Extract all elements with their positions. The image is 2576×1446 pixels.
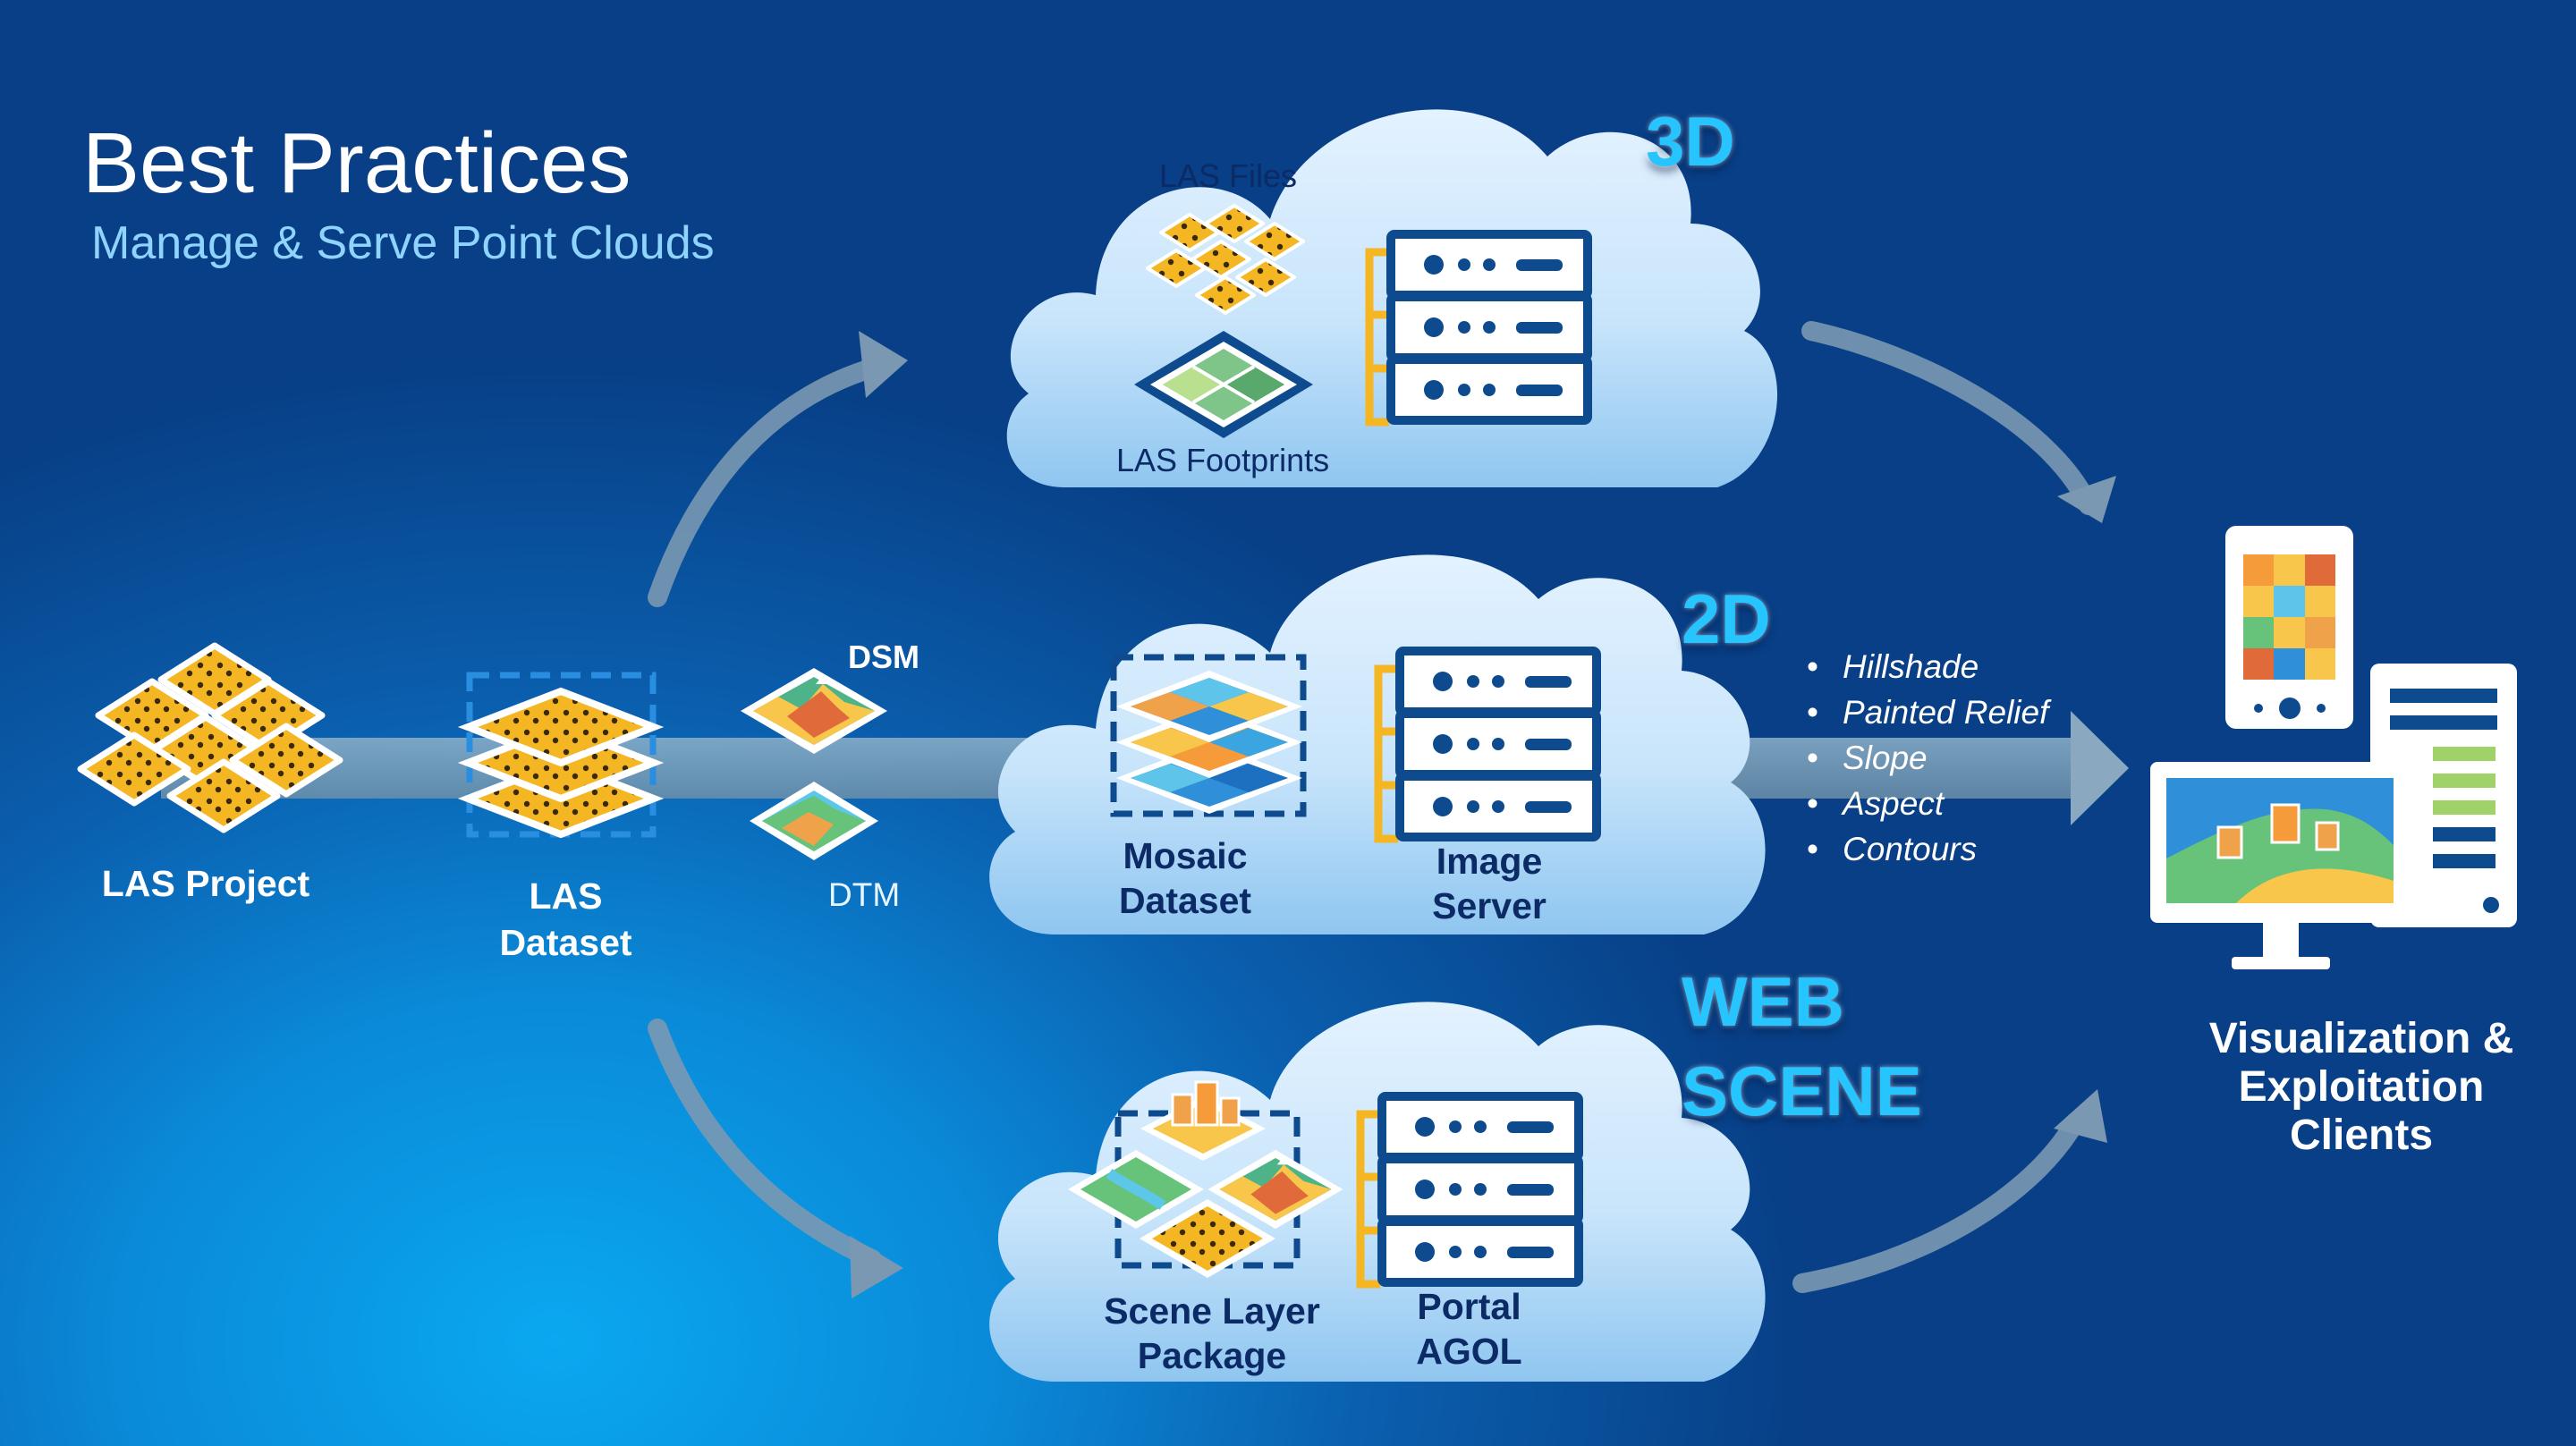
portal-label: Portal AGOL	[1382, 1284, 1556, 1374]
arrow-heads	[850, 331, 2116, 1298]
tag-3d: 3D	[1646, 102, 1735, 181]
mosaic-dataset-label: Mosaic Dataset	[1096, 833, 1275, 923]
product-item: •Painted Relief	[1807, 694, 2049, 731]
las-project-label: LAS Project	[101, 863, 310, 904]
page-title: Best Practices	[82, 115, 631, 211]
dtm-icon	[750, 782, 878, 860]
mosaic-label-line1: Mosaic	[1123, 835, 1248, 876]
image-server-label-line2: Server	[1432, 885, 1546, 926]
page-subtitle: Manage & Serve Point Clouds	[91, 217, 715, 269]
portal-label-line1: Portal	[1417, 1286, 1521, 1327]
las-tiles-icon	[80, 646, 340, 830]
clients-label-line3: Clients	[2289, 1112, 2434, 1159]
scene-package-label: Scene Layer Package	[1087, 1289, 1337, 1378]
las-dataset-icon	[457, 672, 665, 839]
product-item: •Contours	[1807, 831, 1978, 867]
las-dataset-label-line2: Dataset	[499, 922, 632, 963]
scene-package-label-line1: Scene Layer	[1104, 1290, 1320, 1332]
las-files-label: LAS Files	[1159, 157, 1298, 194]
scene-package-icon	[1068, 1080, 1343, 1278]
tag-web-line2: SCENE	[1682, 1052, 1922, 1130]
product-item: •Aspect	[1807, 785, 1945, 822]
mosaic-label-line2: Dataset	[1118, 880, 1252, 921]
portal-label-line2: AGOL	[1416, 1331, 1522, 1372]
las-footprints-label: LAS Footprints	[1116, 442, 1330, 478]
server-rack-icon	[1369, 234, 1588, 422]
dtm-label: DTM	[828, 876, 901, 913]
tag-web-line1: WEB	[1682, 962, 1844, 1041]
tag-web-scene: WEB SCENE	[1682, 957, 1922, 1136]
flow-arrows	[648, 321, 2098, 1293]
clients-label-line1: Visualization &	[2208, 1015, 2514, 1062]
las-dataset-label-line1: LAS	[529, 875, 603, 917]
raster-products-list: •Hillshade •Painted Relief •Slope •Aspec…	[1807, 644, 2048, 872]
dsm-label: DSM	[848, 638, 919, 675]
product-item: •Slope	[1807, 740, 1928, 776]
mosaic-icon	[1110, 654, 1307, 817]
clients-label-line2: Exploitation	[2238, 1063, 2485, 1111]
portal-server-icon	[1360, 1096, 1579, 1284]
image-server-icon	[1378, 651, 1597, 839]
desktop-icon	[2150, 664, 2517, 969]
clients-label: Visualization & Exploitation Clients	[2165, 1015, 2558, 1160]
product-item: •Hillshade	[1807, 648, 1979, 685]
image-server-label: Image Server	[1395, 839, 1583, 928]
las-dataset-label: LAS Dataset	[452, 873, 680, 966]
image-server-label-line1: Image	[1436, 841, 1543, 882]
tag-2d: 2D	[1682, 579, 1771, 658]
footprints-icon	[1134, 331, 1313, 438]
scene-package-label-line2: Package	[1137, 1335, 1287, 1376]
tablet-icon	[2225, 526, 2353, 729]
